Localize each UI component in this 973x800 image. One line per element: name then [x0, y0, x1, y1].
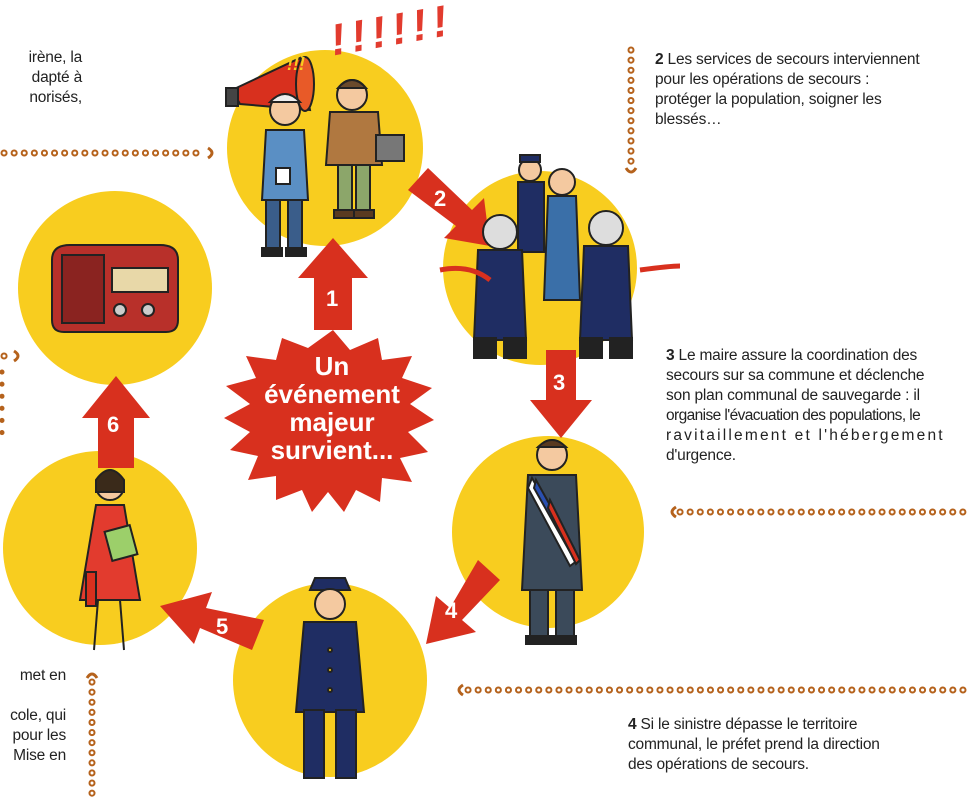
caption-step2-line4: blessés… [655, 111, 722, 128]
reporter-figure-icon [324, 79, 405, 219]
caption-step2-line2: pour les opérations de secours : [655, 71, 870, 88]
event-title: Un événement majeur survient... [232, 352, 432, 464]
arrow-6 [82, 376, 150, 468]
caption-step1-line2: dapté à [31, 69, 83, 86]
caption-step2-line1: Les services de secours interviennent [663, 51, 920, 68]
step-number-6: 6 [107, 412, 120, 437]
connector-step4 [457, 683, 973, 697]
event-title-line2: événement [264, 379, 400, 409]
caption-step3-line6: d'urgence. [666, 447, 736, 464]
alert-exclamations-small: !!! [287, 54, 305, 74]
caption-step4-line3: des opérations de secours. [628, 756, 809, 773]
connector-step2 [624, 46, 638, 174]
connector-left-mid [0, 349, 20, 363]
arrow-1 [298, 238, 368, 330]
arrow-4 [426, 560, 500, 644]
radio-icon [51, 244, 179, 333]
step-arrows [82, 168, 592, 650]
official-figure-icon [260, 93, 310, 257]
caption-step3: 3 Le maire assure la coordination des se… [666, 346, 971, 466]
caption-step1-line1: irène, la [28, 49, 83, 66]
caption-step2: 2 Les services de secours interviennent … [655, 50, 970, 130]
caption-step5-line2: cole, qui [10, 707, 66, 724]
step-number-4: 4 [445, 598, 458, 623]
caption-step5-line3: pour les [12, 727, 66, 744]
step-number-1: 1 [326, 286, 339, 311]
step-number-5: 5 [216, 614, 229, 639]
caption-step2-line3: protéger la population, soigner les [655, 91, 882, 108]
event-title-line3: majeur [289, 407, 375, 437]
event-burst [224, 330, 434, 512]
caption-step3-line3: son plan communal de sauvegarde : il [666, 387, 920, 404]
step-number-2: 2 [434, 186, 447, 211]
dotted-connectors [0, 46, 973, 800]
arrow-2 [408, 168, 490, 246]
caption-step4-line2: communal, le préfet prend la direction [628, 736, 880, 753]
firefighters-icon [439, 154, 681, 359]
caption-step4: 4 Si le sinistre dépasse le territoire c… [628, 715, 963, 775]
citizen-figure-icon [78, 469, 142, 651]
arrow-3 [530, 350, 592, 438]
caption-step3-line2: secours sur sa commune et déclenche [666, 367, 925, 384]
prefect-figure-icon [294, 577, 366, 779]
arrow-5 [160, 592, 264, 650]
caption-step4-line1: Si le sinistre dépasse le territoire [636, 716, 858, 733]
caption-step3-line5: ravitaillement et l'hébergement [666, 427, 945, 444]
caption-step5-line1: met en [19, 667, 66, 684]
connector-step3 [670, 505, 973, 519]
caption-step5: met en cole, qui pour les Mise en [0, 666, 66, 766]
mayor-figure-icon [520, 439, 584, 645]
event-title-line4: survient... [270, 435, 394, 465]
caption-step3-number: 3 [666, 347, 675, 364]
caption-step5-line4: Mise en [13, 747, 66, 764]
caption-step2-number: 2 [655, 51, 664, 68]
caption-step3-line4: organise l'évacuation des populations, l… [666, 407, 921, 424]
connector-step5 [85, 672, 99, 800]
event-title-line1: Un [314, 351, 350, 381]
caption-step1: irène, la dapté à norisés, [0, 48, 83, 108]
caption-step4-number: 4 [628, 716, 637, 733]
connector-top-left [0, 146, 214, 160]
step-number-3: 3 [553, 370, 566, 395]
caption-step1-line3: norisés, [29, 89, 82, 106]
caption-step3-line1: Le maire assure la coordination des [674, 347, 918, 364]
